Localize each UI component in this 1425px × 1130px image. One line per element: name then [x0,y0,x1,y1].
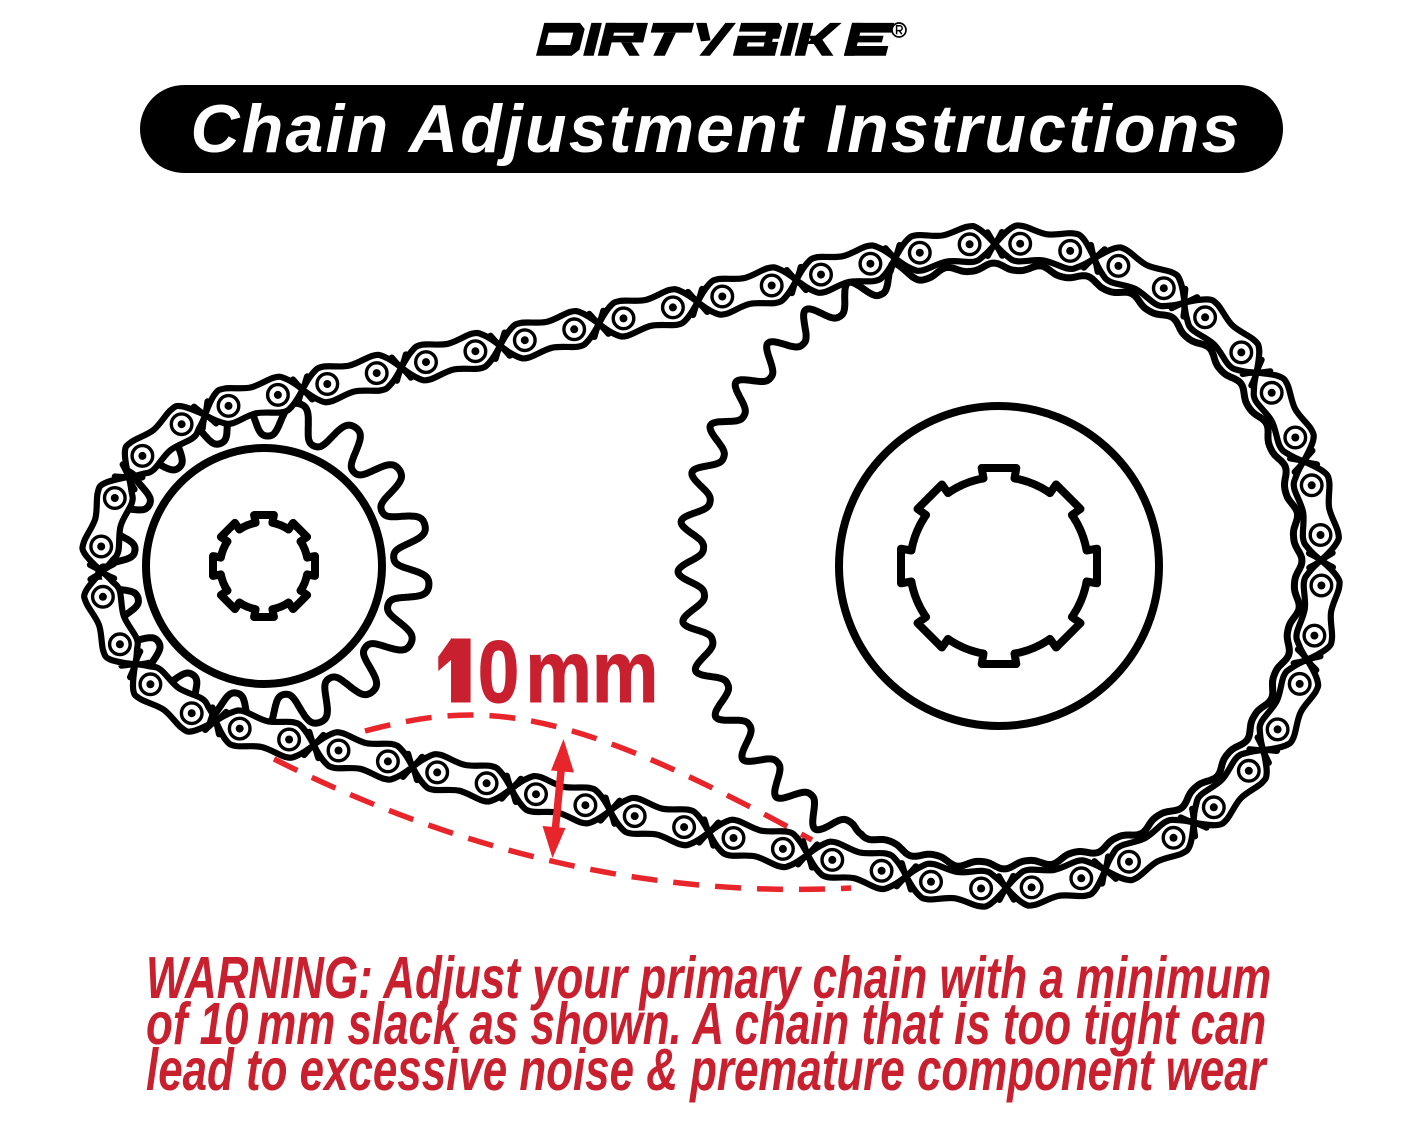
svg-text:0mm: 0mm [478,623,659,721]
